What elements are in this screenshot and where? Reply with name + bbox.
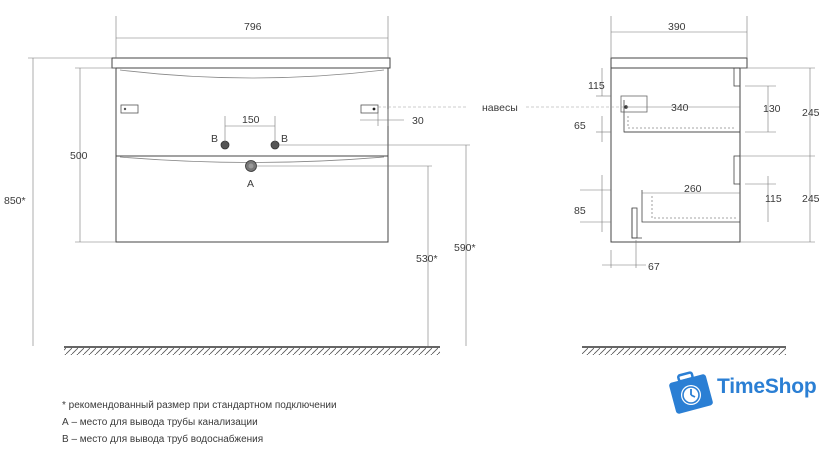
label-hinges: навесы <box>482 102 518 114</box>
note-line-1: * рекомендованный размер при стандартном… <box>62 400 337 411</box>
dim-width: 796 <box>244 21 262 33</box>
floor-front <box>64 346 440 355</box>
countertop-side <box>610 57 748 69</box>
dim-130: 130 <box>763 103 781 115</box>
dim-hinge-offset: 30 <box>412 115 424 127</box>
logo-text: TimeShop <box>717 375 817 398</box>
label-a: A <box>247 178 254 190</box>
hinge-bracket-left <box>120 104 139 114</box>
note-line-2: А – место для вывода трубы канализации <box>62 417 258 428</box>
floor-side <box>582 346 786 355</box>
dim-245-top: 245 <box>802 107 820 119</box>
dim-115-bottom: 115 <box>765 193 782 205</box>
hinge-bracket-right <box>360 104 379 114</box>
basin-curve <box>119 69 385 79</box>
label-b-left: B <box>211 133 218 145</box>
dim-245-bottom: 245 <box>802 193 820 205</box>
dim-65: 65 <box>574 120 586 132</box>
supply-pipe-right <box>270 140 280 150</box>
timeshop-logo-icon <box>669 371 713 414</box>
lower-drawer-outline <box>641 190 740 223</box>
cabinet-body-side <box>610 67 741 243</box>
dim-drain-height: 530* <box>416 253 438 265</box>
supply-pipe-left <box>220 140 230 150</box>
dim-67: 67 <box>648 261 660 273</box>
countertop-front <box>111 57 391 69</box>
dim-85: 85 <box>574 205 586 217</box>
dim-body-height: 500 <box>70 150 88 162</box>
cabinet-body-front <box>115 67 389 243</box>
front-view <box>28 16 470 346</box>
dim-340: 340 <box>671 102 689 114</box>
dim-total-height: 850* <box>4 195 26 207</box>
label-b-right: B <box>281 133 288 145</box>
side-view <box>526 16 815 268</box>
dim-pipe-spacing: 150 <box>242 114 260 126</box>
dim-115-top: 115 <box>588 80 605 92</box>
dim-depth: 390 <box>668 21 686 33</box>
dim-supply-height: 590* <box>454 242 476 254</box>
dim-260: 260 <box>684 183 702 195</box>
note-line-3: В – место для вывода труб водоснабжения <box>62 434 264 445</box>
